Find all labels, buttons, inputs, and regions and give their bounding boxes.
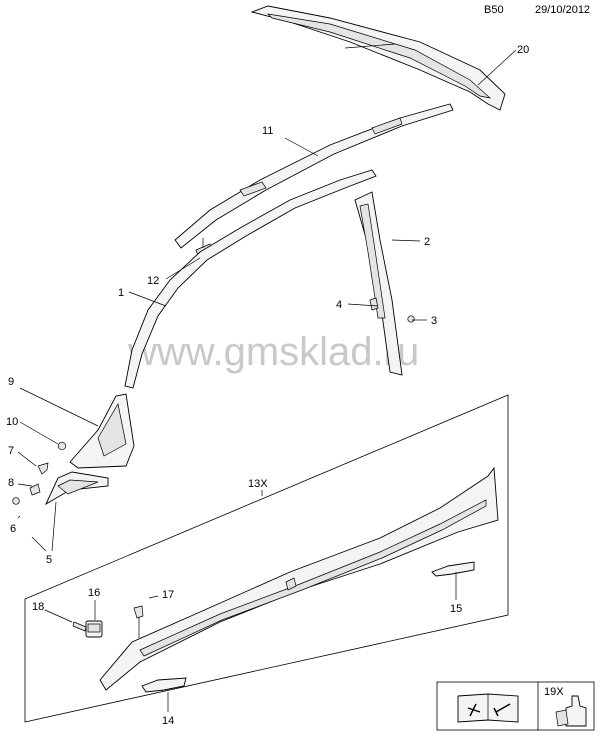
part-10-clip: [57, 441, 67, 451]
part-7-screw: [37, 462, 49, 475]
callout-3: 3: [431, 315, 437, 327]
callout-11: 11: [262, 125, 273, 137]
callout-17: 17: [162, 589, 174, 601]
callout-14: 14: [162, 715, 174, 727]
callout-20: 20: [517, 44, 529, 56]
part-17-push-pin: [133, 605, 144, 638]
callout-12: 12: [147, 275, 159, 287]
part-5-bracket: [44, 471, 109, 506]
callout-6: 6: [10, 523, 16, 535]
callout-19x: 19X: [544, 686, 564, 698]
diagram-code: B50: [484, 4, 504, 16]
part-4-clip: [369, 297, 379, 311]
group-13x-frame: [24, 394, 509, 723]
part-14-clip: [141, 677, 187, 693]
callout-1: 1: [118, 287, 124, 299]
diagram-date: 29/10/2012: [535, 4, 591, 16]
legend-box: 19X: [436, 681, 595, 731]
part-2-pillar-trim: [354, 191, 403, 376]
part-8-clip: [29, 483, 41, 496]
part-18-screw: [72, 621, 87, 632]
callout-2: 2: [424, 236, 430, 248]
part-1-windshield-molding: [124, 169, 377, 389]
callout-10: 10: [6, 416, 18, 428]
leader-lines: [17, 49, 517, 712]
part-3-fastener: [407, 315, 415, 323]
callout-5: 5: [46, 554, 52, 566]
callout-18: 18: [32, 601, 44, 613]
adhesive-tube-icon: [555, 695, 587, 727]
callout-9: 9: [8, 376, 14, 388]
watermark: www.gmsklad.ru: [127, 330, 419, 374]
part-13x-rocker-molding: [99, 466, 499, 691]
part-16-retainer: [85, 620, 103, 638]
part-6-clip: [12, 497, 20, 505]
manual-tools-icon: [457, 693, 519, 723]
part-15-clip: [431, 561, 475, 577]
callout-13x: 13X: [248, 478, 268, 490]
callout-15: 15: [450, 603, 462, 615]
part-20-roof-molding: [250, 5, 506, 111]
callout-7: 7: [8, 445, 14, 457]
callout-8: 8: [8, 477, 14, 489]
callout-16: 16: [88, 587, 100, 599]
callout-4: 4: [336, 299, 342, 311]
part-11-roof-strip: [174, 103, 454, 249]
part-9-pillar-cover: [69, 393, 135, 469]
